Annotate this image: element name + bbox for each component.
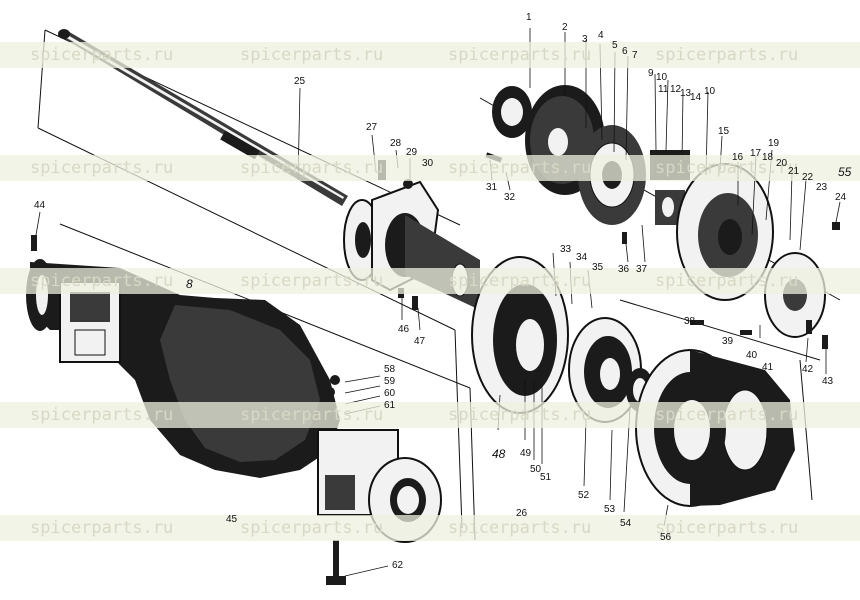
part-label: 24	[835, 192, 847, 203]
part-label: 58	[384, 364, 396, 375]
watermark-text: spicerparts.ru	[240, 405, 383, 425]
watermark-text: spicerparts.ru	[240, 271, 383, 291]
watermark-text: spicerparts.ru	[30, 45, 173, 65]
part-label: 32	[504, 192, 516, 203]
part-label: 40	[746, 350, 758, 361]
part-label: 19	[768, 138, 780, 149]
part-label: 9	[648, 68, 654, 79]
cover-23	[764, 252, 826, 338]
part-label: 54	[620, 518, 632, 529]
part-label: 46	[398, 324, 410, 335]
part-label: 21	[788, 166, 800, 177]
watermark-text: spicerparts.ru	[30, 518, 173, 538]
part-label: 27	[366, 122, 378, 133]
part-label: 6	[622, 46, 628, 57]
part-label: 35	[592, 262, 604, 273]
part-label: 5	[612, 40, 618, 51]
part-label: 53	[604, 504, 616, 515]
part-label: 3	[582, 34, 588, 45]
part-label: 31	[486, 182, 498, 193]
part-label: 44	[34, 200, 46, 211]
watermark-text: spicerparts.ru	[448, 518, 591, 538]
watermark-text: spicerparts.ru	[655, 518, 798, 538]
part-label: 8	[186, 277, 193, 291]
watermark-text: spicerparts.ru	[30, 405, 173, 425]
part-label: 34	[576, 252, 588, 263]
part-label: 14	[690, 92, 702, 103]
watermark-text: spicerparts.ru	[240, 158, 383, 178]
part-label: 50	[530, 464, 542, 475]
part-label: 16	[732, 152, 744, 163]
part-label: 25	[294, 76, 306, 87]
part-label: 45	[226, 514, 238, 525]
part-label: 41	[762, 362, 774, 373]
watermark-text: spicerparts.ru	[655, 158, 798, 178]
bearing-1	[492, 86, 532, 138]
part-label: 55	[838, 165, 852, 179]
watermark-text: spicerparts.ru	[240, 518, 383, 538]
part-label: 38	[684, 316, 696, 327]
part-label: 43	[822, 376, 834, 387]
part-label: 51	[540, 472, 552, 483]
part-label: 20	[776, 158, 788, 169]
watermark-text: spicerparts.ru	[240, 45, 383, 65]
part-label: 37	[636, 264, 648, 275]
watermark-text: spicerparts.ru	[448, 405, 591, 425]
watermark-text: spicerparts.ru	[448, 158, 591, 178]
part-label: 1	[526, 12, 532, 23]
part-label: 13	[680, 88, 692, 99]
part-label: 39	[722, 336, 734, 347]
watermark-text: spicerparts.ru	[655, 45, 798, 65]
part-label: 26	[516, 508, 528, 519]
part-label: 4	[598, 30, 604, 41]
part-label: 15	[718, 126, 730, 137]
part-label: 22	[802, 172, 814, 183]
part-label: 33	[560, 244, 572, 255]
watermark-texts: spicerparts.ru spicerparts.ru spicerparts.…	[30, 45, 798, 538]
part-label: 61	[384, 400, 396, 411]
part-label: 62	[392, 560, 404, 571]
part-label: 10	[704, 86, 716, 97]
part-label: 17	[750, 148, 762, 159]
part-label: 23	[816, 182, 828, 193]
part-label: 49	[520, 448, 532, 459]
part-label: 2	[562, 22, 568, 33]
part-label: 12	[670, 84, 682, 95]
part-label: 47	[414, 336, 426, 347]
watermark-text: spicerparts.ru	[655, 405, 798, 425]
part-label: 18	[762, 152, 774, 163]
watermark-text: spicerparts.ru	[30, 271, 173, 291]
watermark-text: spicerparts.ru	[655, 271, 798, 291]
watermark-text: spicerparts.ru	[448, 45, 591, 65]
part-label: 36	[618, 264, 630, 275]
brake-disc-48	[471, 256, 569, 414]
watermark-layer: spicerparts.ru spicerparts.ru spicerparts.…	[0, 42, 860, 541]
axle-housing	[26, 259, 442, 543]
part-label: 59	[384, 376, 396, 387]
part-label: 11	[658, 84, 669, 95]
bolt-62	[326, 540, 346, 585]
part-label: 7	[632, 50, 638, 61]
pin-44	[31, 235, 37, 251]
part-label: 30	[422, 158, 434, 169]
part-labels: 1 2 3 4 5 6 7 9 10 11 12 13 14 10 15 16 …	[34, 12, 852, 571]
part-label: 48	[492, 447, 506, 461]
part-label: 42	[802, 364, 814, 375]
watermark-text: spicerparts.ru	[448, 271, 591, 291]
part-label: 56	[660, 532, 672, 543]
hub-15	[676, 163, 774, 301]
part-label: 29	[406, 147, 418, 158]
part-label: 60	[384, 388, 396, 399]
part-label: 10	[656, 72, 668, 83]
part-label: 52	[578, 490, 590, 501]
watermark-text: spicerparts.ru	[30, 158, 173, 178]
part-label: 28	[390, 138, 402, 149]
